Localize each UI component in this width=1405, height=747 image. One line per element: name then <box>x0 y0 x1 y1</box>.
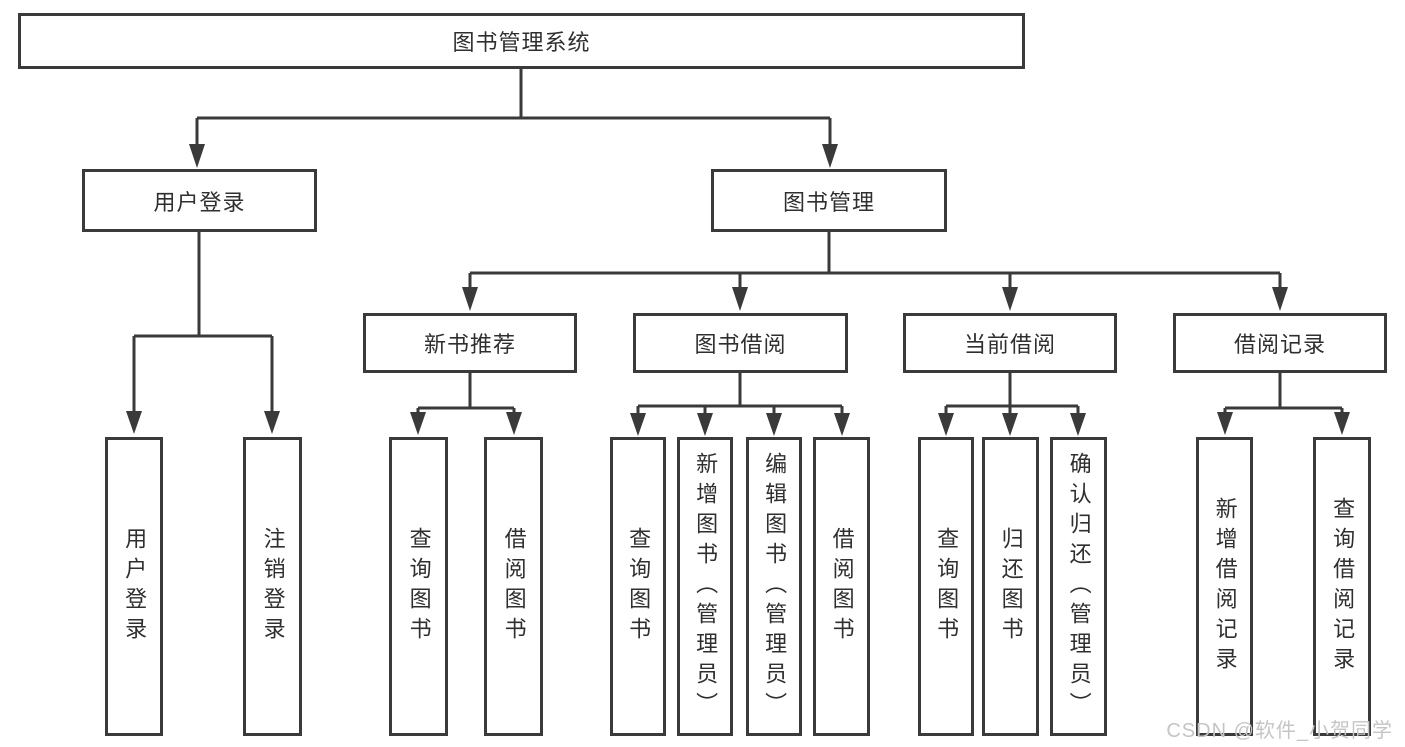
node-label: 借阅记录 <box>1233 332 1326 357</box>
leaf-add-borrow-record: 新增借阅记录 <box>1196 437 1253 736</box>
node-new-book-recommendation: 新书推荐 <box>363 313 577 373</box>
connector-root-fork <box>195 69 832 146</box>
node-label: 当前借阅 <box>963 332 1056 357</box>
leaf-label: 查询图书 <box>934 526 960 647</box>
leaf-borrow-books-recommend: 借阅图书 <box>484 437 543 736</box>
node-current-borrowing: 当前借阅 <box>903 313 1117 373</box>
node-label: 新书推荐 <box>423 332 516 357</box>
connector-new-book-fork <box>416 372 516 413</box>
leaf-return-books: 归还图书 <box>982 437 1039 736</box>
leaf-borrow-books-borrowing: 借阅图书 <box>813 437 870 736</box>
leaf-logout: 注销登录 <box>243 437 302 736</box>
leaf-label: 新增图书（管理员） <box>693 451 719 722</box>
leaf-label: 归还图书 <box>998 526 1024 647</box>
leaf-query-books-borrowing: 查询图书 <box>610 437 666 736</box>
leaf-label: 注销登录 <box>260 526 286 647</box>
leaf-query-borrow-record: 查询借阅记录 <box>1313 437 1371 736</box>
connector-book-management-fork <box>468 232 1282 289</box>
connector-current-borrowing-fork <box>944 372 1080 414</box>
leaf-edit-books-admin: 编辑图书（管理员） <box>746 437 802 736</box>
watermark-text: CSDN @软件_小贺同学 <box>1166 720 1393 742</box>
node-book-management: 图书管理 <box>711 169 947 232</box>
leaf-query-books-recommend: 查询图书 <box>389 437 448 736</box>
leaf-label: 查询图书 <box>406 526 432 647</box>
node-user-login-branch: 用户登录 <box>82 169 317 232</box>
node-library-management-system: 图书管理系统 <box>18 13 1025 69</box>
connector-borrowing-records-fork <box>1223 372 1344 413</box>
node-label: 图书管理 <box>782 189 875 215</box>
leaf-label: 新增借阅记录 <box>1212 496 1238 677</box>
node-label: 图书借阅 <box>694 332 787 357</box>
leaf-query-books-current: 查询图书 <box>918 437 974 736</box>
leaf-add-books-admin: 新增图书（管理员） <box>677 437 733 736</box>
connector-user-login-fork <box>132 232 274 412</box>
node-book-borrowing: 图书借阅 <box>633 313 848 373</box>
leaf-label: 查询图书 <box>626 526 652 647</box>
leaf-label: 借阅图书 <box>829 526 855 647</box>
leaf-label: 用户登录 <box>122 526 148 647</box>
leaf-label: 编辑图书（管理员） <box>762 451 788 722</box>
leaf-user-login: 用户登录 <box>105 437 163 736</box>
leaf-label: 查询借阅记录 <box>1330 496 1356 677</box>
leaf-label: 确认归还（管理员） <box>1066 451 1092 722</box>
node-label: 图书管理系统 <box>452 30 591 55</box>
leaf-confirm-return-admin: 确认归还（管理员） <box>1050 437 1107 736</box>
connector-book-borrowing-fork <box>636 372 844 414</box>
node-borrowing-records: 借阅记录 <box>1173 313 1387 373</box>
leaf-label: 借阅图书 <box>501 526 527 647</box>
node-label: 用户登录 <box>153 189 246 215</box>
